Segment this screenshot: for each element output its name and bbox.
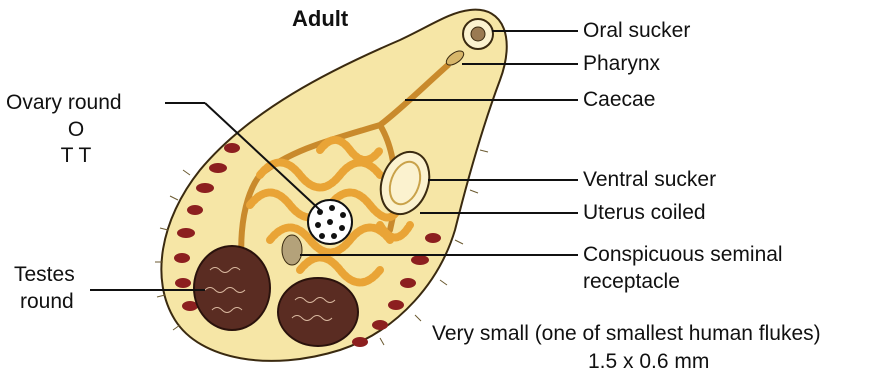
label-ventral-sucker: Ventral sucker xyxy=(583,168,716,192)
caption-size-value: 1.5 x 0.6 mm xyxy=(588,350,709,374)
seminal-receptacle xyxy=(282,235,302,265)
diagram-title: Adult xyxy=(292,6,348,32)
label-seminal-receptacle-2: receptacle xyxy=(583,270,680,294)
label-oral-sucker: Oral sucker xyxy=(583,19,690,43)
label-uterus-coiled: Uterus coiled xyxy=(583,201,706,225)
label-testes: Testes xyxy=(14,263,75,287)
label-ovary-round: Ovary round xyxy=(6,91,122,115)
label-seminal-receptacle-1: Conspicuous seminal xyxy=(583,243,783,267)
label-pharynx: Pharynx xyxy=(583,52,660,76)
label-ovary-symbol-o: O xyxy=(66,118,86,142)
testis-right xyxy=(278,278,358,346)
oral-sucker xyxy=(463,19,493,49)
label-ovary-symbol-tt: T T xyxy=(56,144,96,168)
label-caecae: Caecae xyxy=(583,88,655,112)
label-testes-round: round xyxy=(20,290,74,314)
caption-size-note: Very small (one of smallest human flukes… xyxy=(432,322,821,346)
